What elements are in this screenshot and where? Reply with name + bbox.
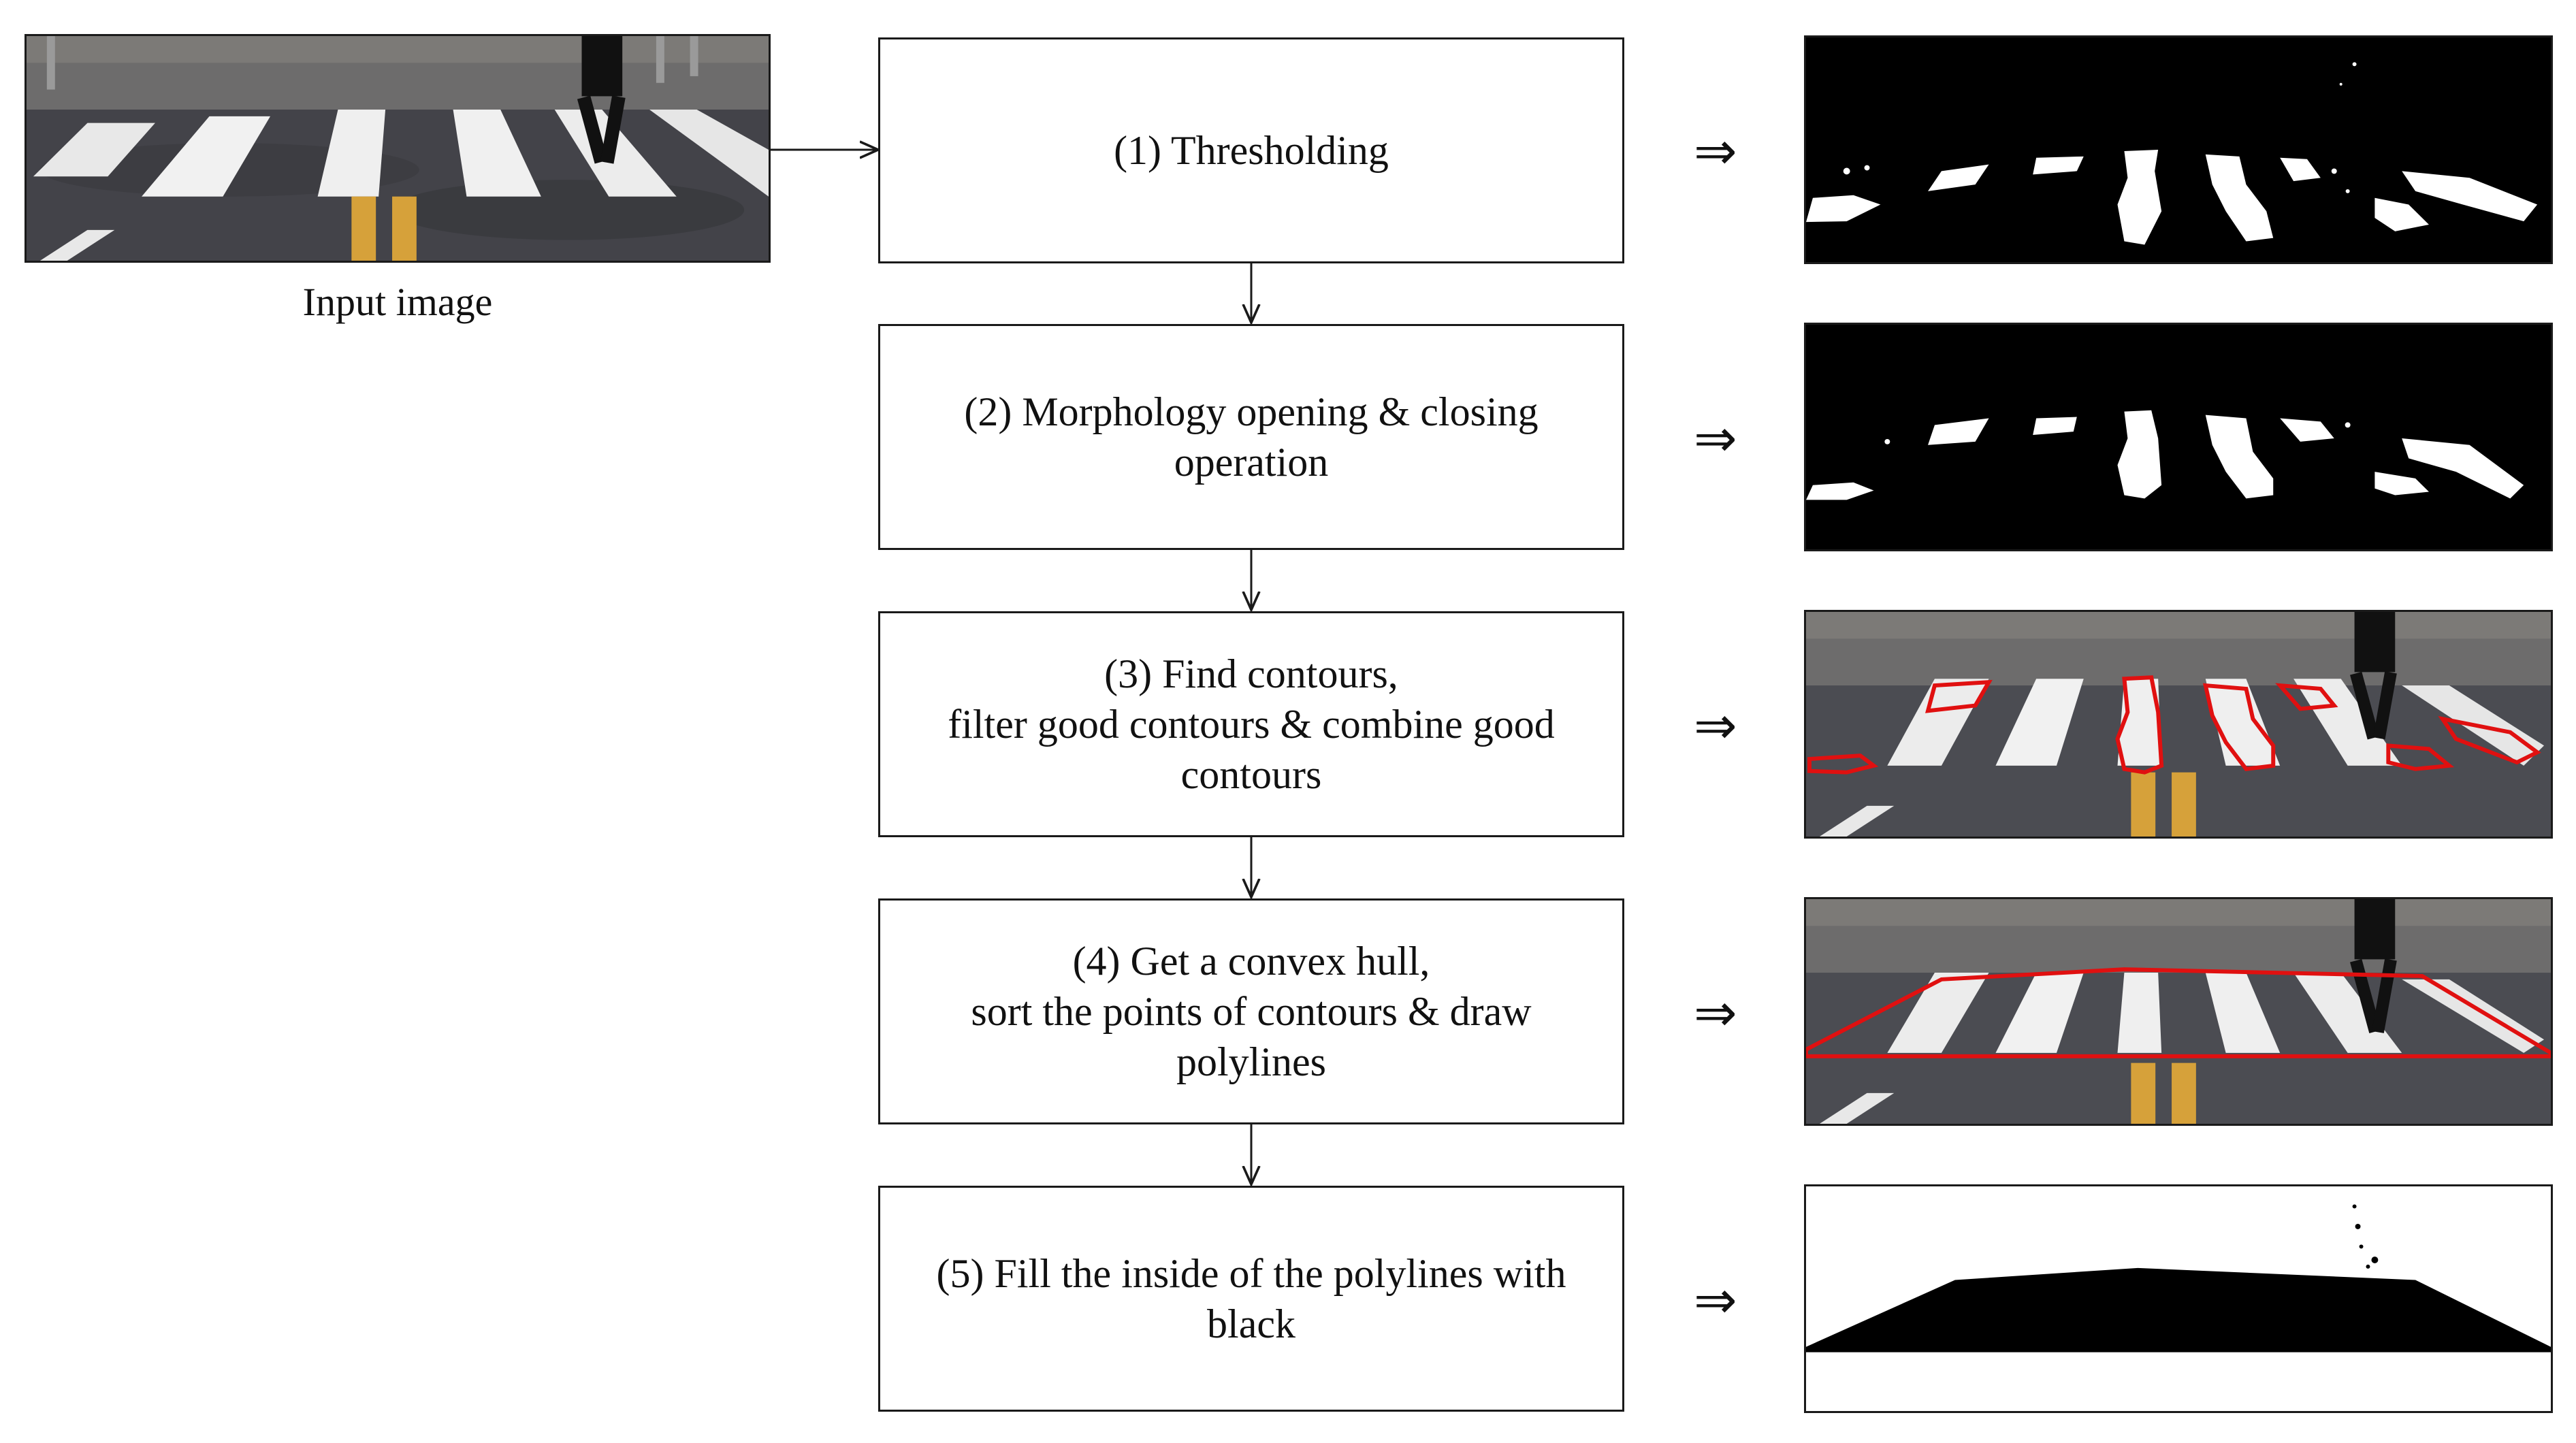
step-3-label: (3) Find contours, filter good contours … xyxy=(948,651,1555,797)
step-1-box: (1) Thresholding xyxy=(878,37,1624,263)
implies-symbol-4: ⇒ xyxy=(1694,982,1737,1043)
morphology-result-image xyxy=(1804,323,2553,551)
filled-result-image xyxy=(1804,1184,2553,1413)
input-image xyxy=(25,34,771,263)
thresholding-result-image xyxy=(1804,35,2553,264)
implies-symbol-5: ⇒ xyxy=(1694,1269,1737,1330)
implies-symbol-3: ⇒ xyxy=(1694,695,1737,756)
step-1-label: (1) Thresholding xyxy=(1114,128,1389,173)
contours-result-image xyxy=(1804,610,2553,839)
step-4-box: (4) Get a convex hull, sort the points o… xyxy=(878,898,1624,1124)
step-2-box: (2) Morphology opening & closing operati… xyxy=(878,324,1624,550)
implies-symbol-1: ⇒ xyxy=(1694,120,1737,181)
implies-symbol-2: ⇒ xyxy=(1694,408,1737,468)
step-5-box: (5) Fill the inside of the polylines wit… xyxy=(878,1186,1624,1412)
input-image-caption: Input image xyxy=(302,280,493,324)
step-4-label: (4) Get a convex hull, sort the points o… xyxy=(971,939,1532,1084)
step-5-label: (5) Fill the inside of the polylines wit… xyxy=(936,1251,1566,1346)
step-3-box: (3) Find contours, filter good contours … xyxy=(878,611,1624,837)
convex-hull-result-image xyxy=(1804,897,2553,1126)
step-2-label: (2) Morphology opening & closing operati… xyxy=(964,389,1539,485)
